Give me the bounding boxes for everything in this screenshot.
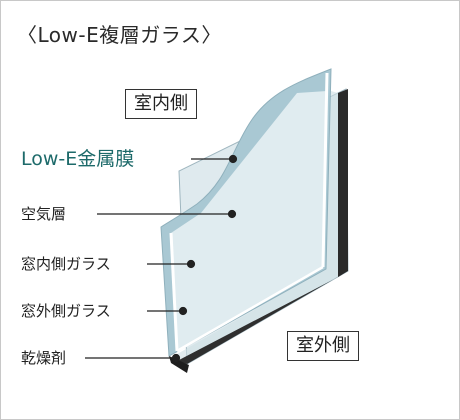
- indoor-side-label: 室内側: [125, 89, 197, 119]
- diagram-title: 〈Low-E複層ガラス〉: [17, 23, 222, 47]
- outdoor-side-label: 室外側: [287, 331, 359, 361]
- spacer-frame: [338, 89, 348, 277]
- label-outer-glass: 窓外側ガラス: [21, 302, 111, 320]
- label-low-e-coating: Low-E金属膜: [21, 148, 135, 170]
- label-air-layer: 空気層: [21, 205, 67, 223]
- spacer-frame-bottom: [177, 271, 348, 364]
- label-desiccant: 乾燥剤: [21, 349, 67, 367]
- label-inner-glass: 窓内側ガラス: [21, 255, 111, 273]
- air-gap: [172, 91, 338, 361]
